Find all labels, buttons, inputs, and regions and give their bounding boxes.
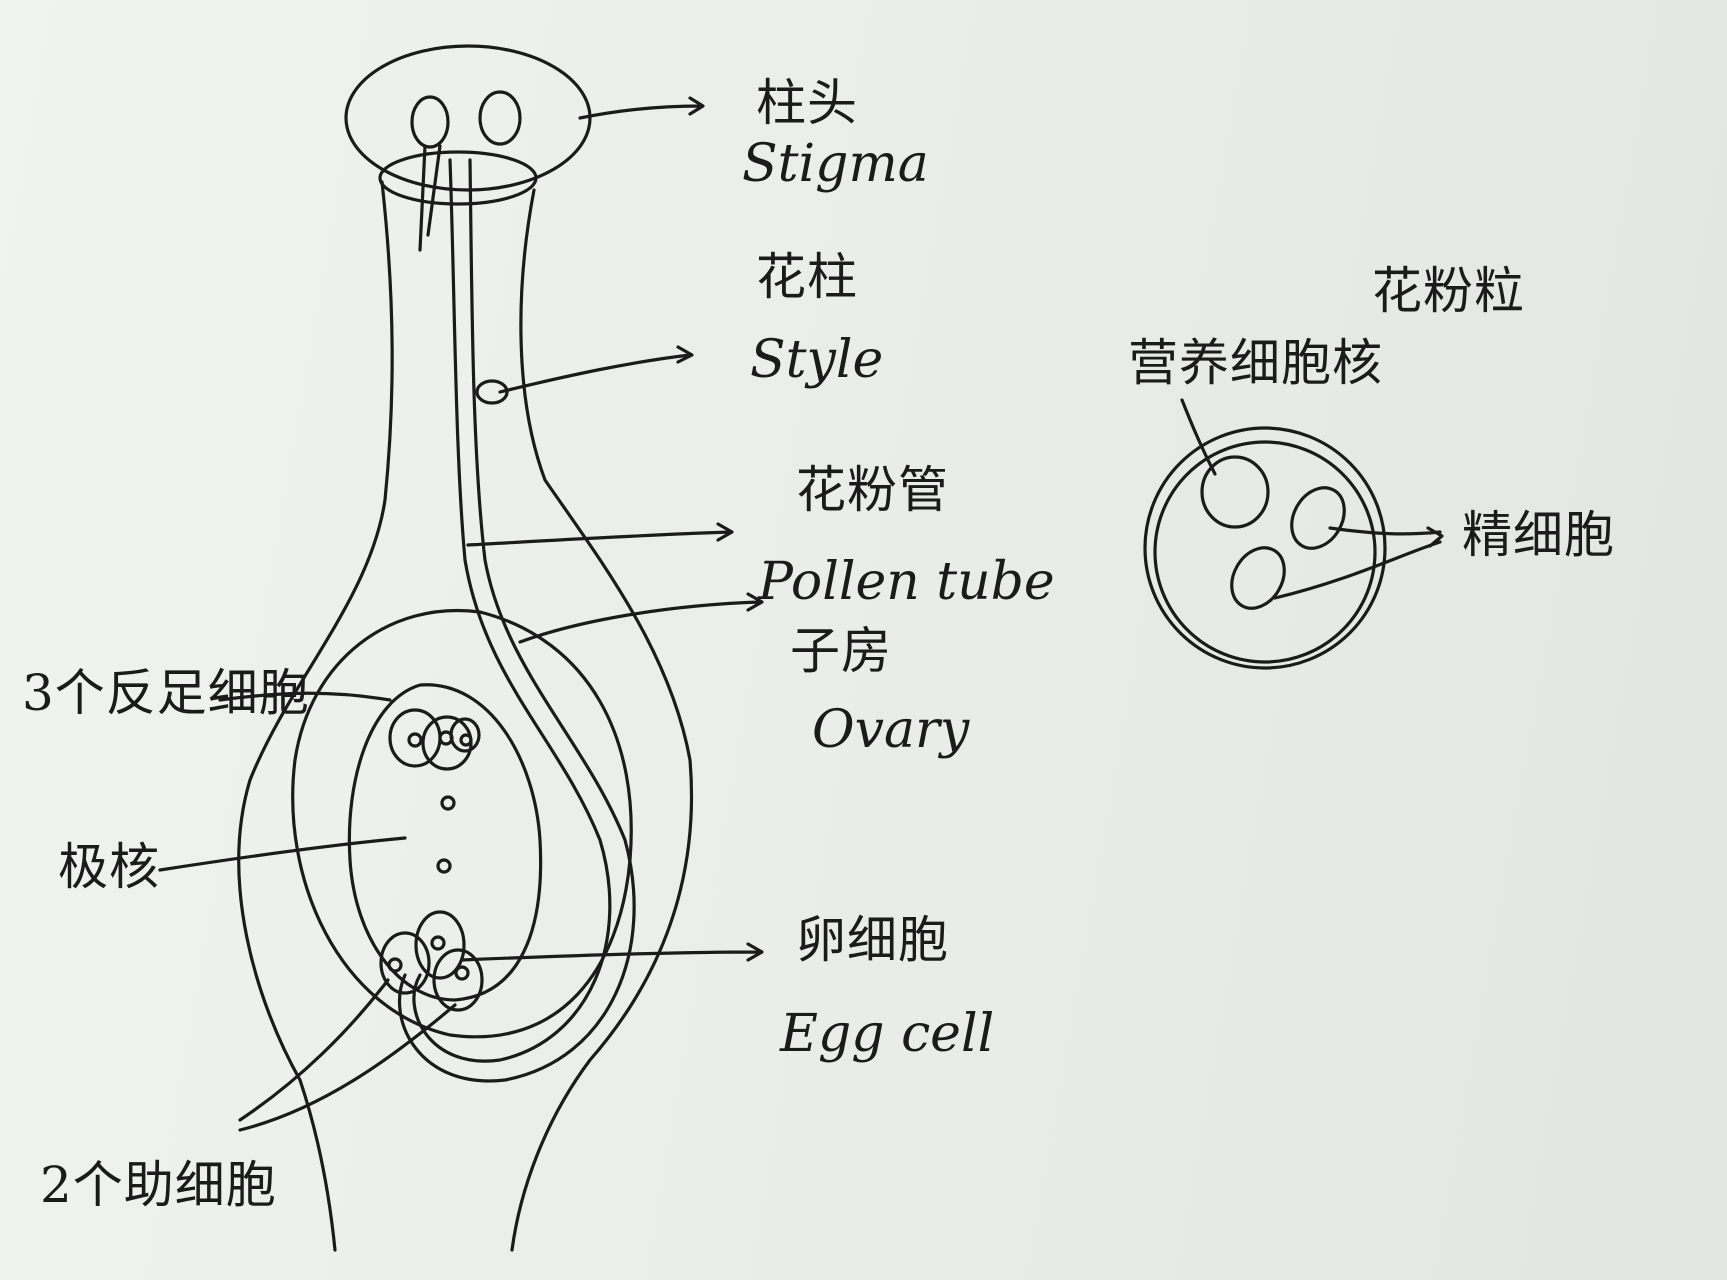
egg-cell-shape [414,910,466,980]
pollen-tube-line-2 [397,158,636,1083]
pollen-tube-label-en: Pollen tube [758,552,1055,612]
sperm-line-upper [1328,526,1442,536]
antipodal-cells [388,708,481,771]
egg-apparatus [379,910,484,1012]
stigma-arrow [578,96,705,120]
synergid-right [432,948,484,1012]
polar-nucleus-top [440,795,456,811]
style-label-en: Style [750,330,884,390]
style-arrow [498,345,694,394]
egg-cell-label-zh: 卵细胞 [796,911,949,969]
sperm-line-lower [1273,526,1444,600]
stigma-label-zh: 柱头 [756,74,858,132]
pollen-grain-title: 花粉粒 [1372,262,1525,320]
pollen-grain-inner-wall [1153,440,1377,664]
pollen-tube-arrow [466,522,734,547]
polar-nuclei-label: 极核 [58,838,160,896]
stigma-label-en: Stigma [742,134,929,194]
short-pollen-tube [418,144,442,252]
synergid-line-1 [238,978,390,1122]
polar-nucleus-bottom [436,858,452,874]
ovary-arrow [518,592,764,644]
pollen-grain-on-stigma-right [478,90,522,146]
stigma-shape [344,44,592,192]
egg-cell-arrow [460,942,764,962]
pollen-grain-on-stigma-left [410,95,450,149]
vegetative-nucleus-label: 营养细胞核 [1128,334,1383,392]
synergids-label: 2个助细胞 [40,1156,277,1214]
pollen-tube-label-zh: 花粉管 [796,461,949,519]
antipodal-cells-label: 3个反足细胞 [22,664,310,722]
sperm-cells-label: 精细胞 [1462,506,1615,564]
synergid-left [379,931,431,995]
vegetative-nucleus-line [1180,398,1217,476]
ovary-label-en: Ovary [812,700,970,760]
pollen-tube-line-1 [412,158,612,1063]
antipodal-line [218,691,392,702]
sperm-cell-upper [1290,486,1346,550]
egg-cell-label-en: Egg cell [780,1004,995,1064]
style-label-zh: 花柱 [756,248,858,306]
leader-lines [158,96,764,1132]
ovary-label-zh: 子房 [790,622,892,680]
synergid-line-2 [238,1003,457,1132]
pollen-grain-outer-wall [1143,426,1387,670]
style-top-rim [378,150,538,206]
ovule-outer-layer [291,609,633,1039]
pollen-grain-drawing [1143,398,1444,670]
vegetative-nucleus-shape [1200,455,1270,529]
sperm-cell-lower [1230,546,1286,610]
pistil-left-wall [237,180,394,1252]
pistil-drawing [237,44,694,1252]
sperm-in-tube [475,379,509,405]
pistil-right-wall [510,188,694,1252]
polar-nuclei-line [158,836,407,872]
embryo-sac [347,683,543,1002]
